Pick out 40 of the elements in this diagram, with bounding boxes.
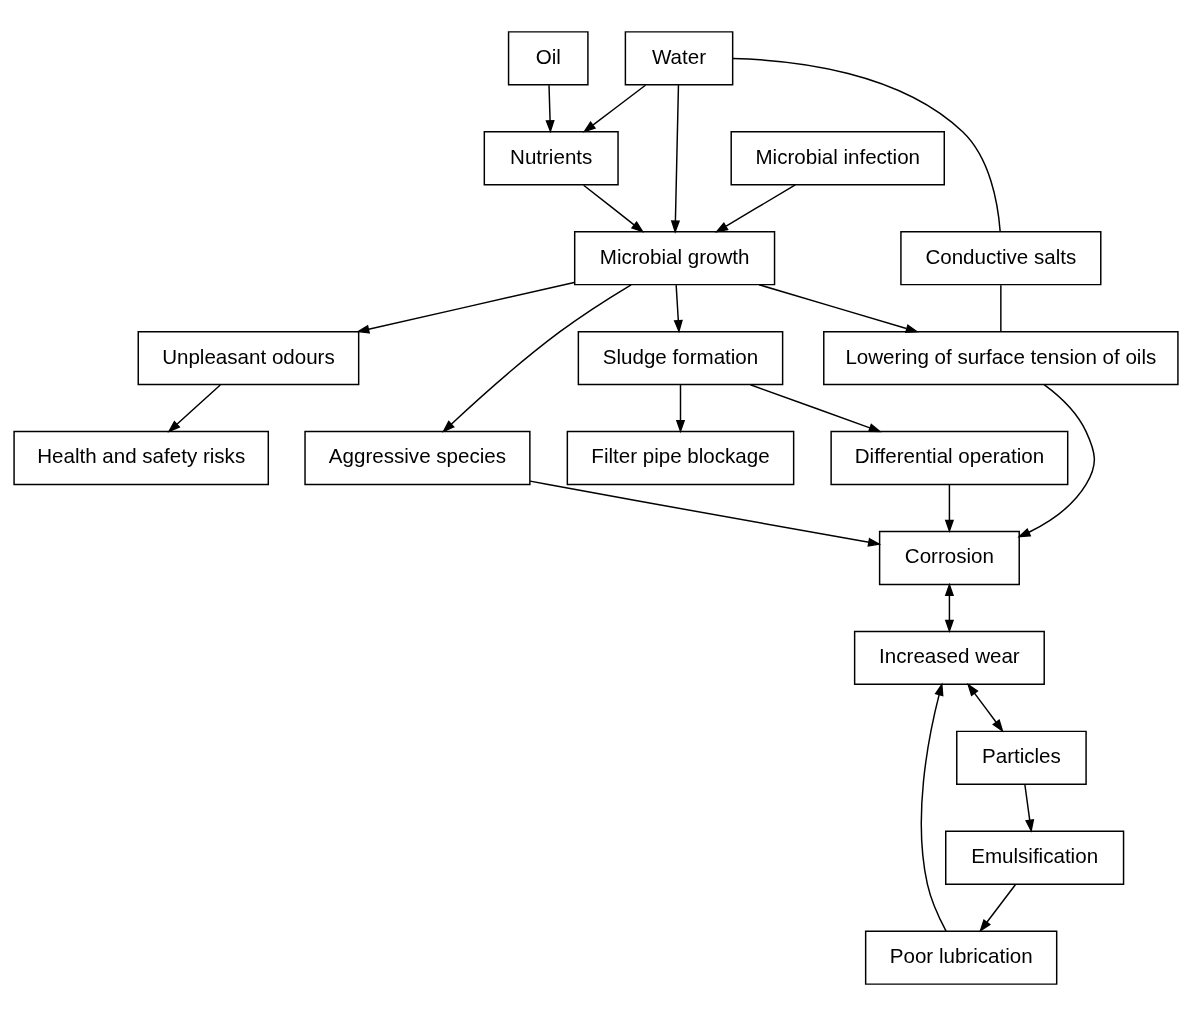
arrow xyxy=(920,682,947,932)
arrow xyxy=(582,184,645,233)
arrow xyxy=(529,480,882,547)
node-box: Differential operation xyxy=(830,430,1069,486)
node-box: Corrosion xyxy=(878,530,1020,586)
node-box: Health and safety risks xyxy=(13,430,270,486)
node-box: Nutrients xyxy=(483,131,619,186)
arrow xyxy=(758,284,919,333)
arrow xyxy=(944,582,955,633)
arrow xyxy=(1017,383,1096,538)
node-box: Conductive salts xyxy=(900,231,1102,286)
arrow xyxy=(442,284,632,433)
arrow xyxy=(749,384,882,433)
arrow xyxy=(979,883,1017,933)
node-box: Unpleasant odours xyxy=(137,330,360,386)
node-box: Poor lubrication xyxy=(864,930,1058,985)
arrow xyxy=(714,184,797,233)
arrow xyxy=(670,84,681,234)
arrow xyxy=(944,484,955,534)
arrow xyxy=(967,683,1004,733)
connector xyxy=(1000,284,1002,332)
node-box: Aggressive species xyxy=(304,430,531,486)
node-box: Water xyxy=(624,31,734,86)
node-box: Increased wear xyxy=(853,630,1045,686)
node-box: Particles xyxy=(956,730,1087,785)
node-box: Sludge formation xyxy=(577,330,784,386)
node-box: Lowering of surface tension of oils xyxy=(823,330,1179,386)
arrow xyxy=(673,284,683,334)
arrow xyxy=(675,384,686,434)
node-box: Emulsification xyxy=(945,830,1125,885)
node-box: Oil xyxy=(507,31,589,86)
arrow xyxy=(582,84,647,133)
connector xyxy=(732,57,1001,233)
node-box: Microbial infection xyxy=(730,131,945,186)
arrow xyxy=(167,384,221,433)
node-box: Filter pipe blockage xyxy=(566,430,795,486)
arrow xyxy=(356,281,575,334)
arrow xyxy=(1024,784,1035,833)
node-box: Microbial growth xyxy=(573,231,776,286)
arrow xyxy=(545,84,555,134)
